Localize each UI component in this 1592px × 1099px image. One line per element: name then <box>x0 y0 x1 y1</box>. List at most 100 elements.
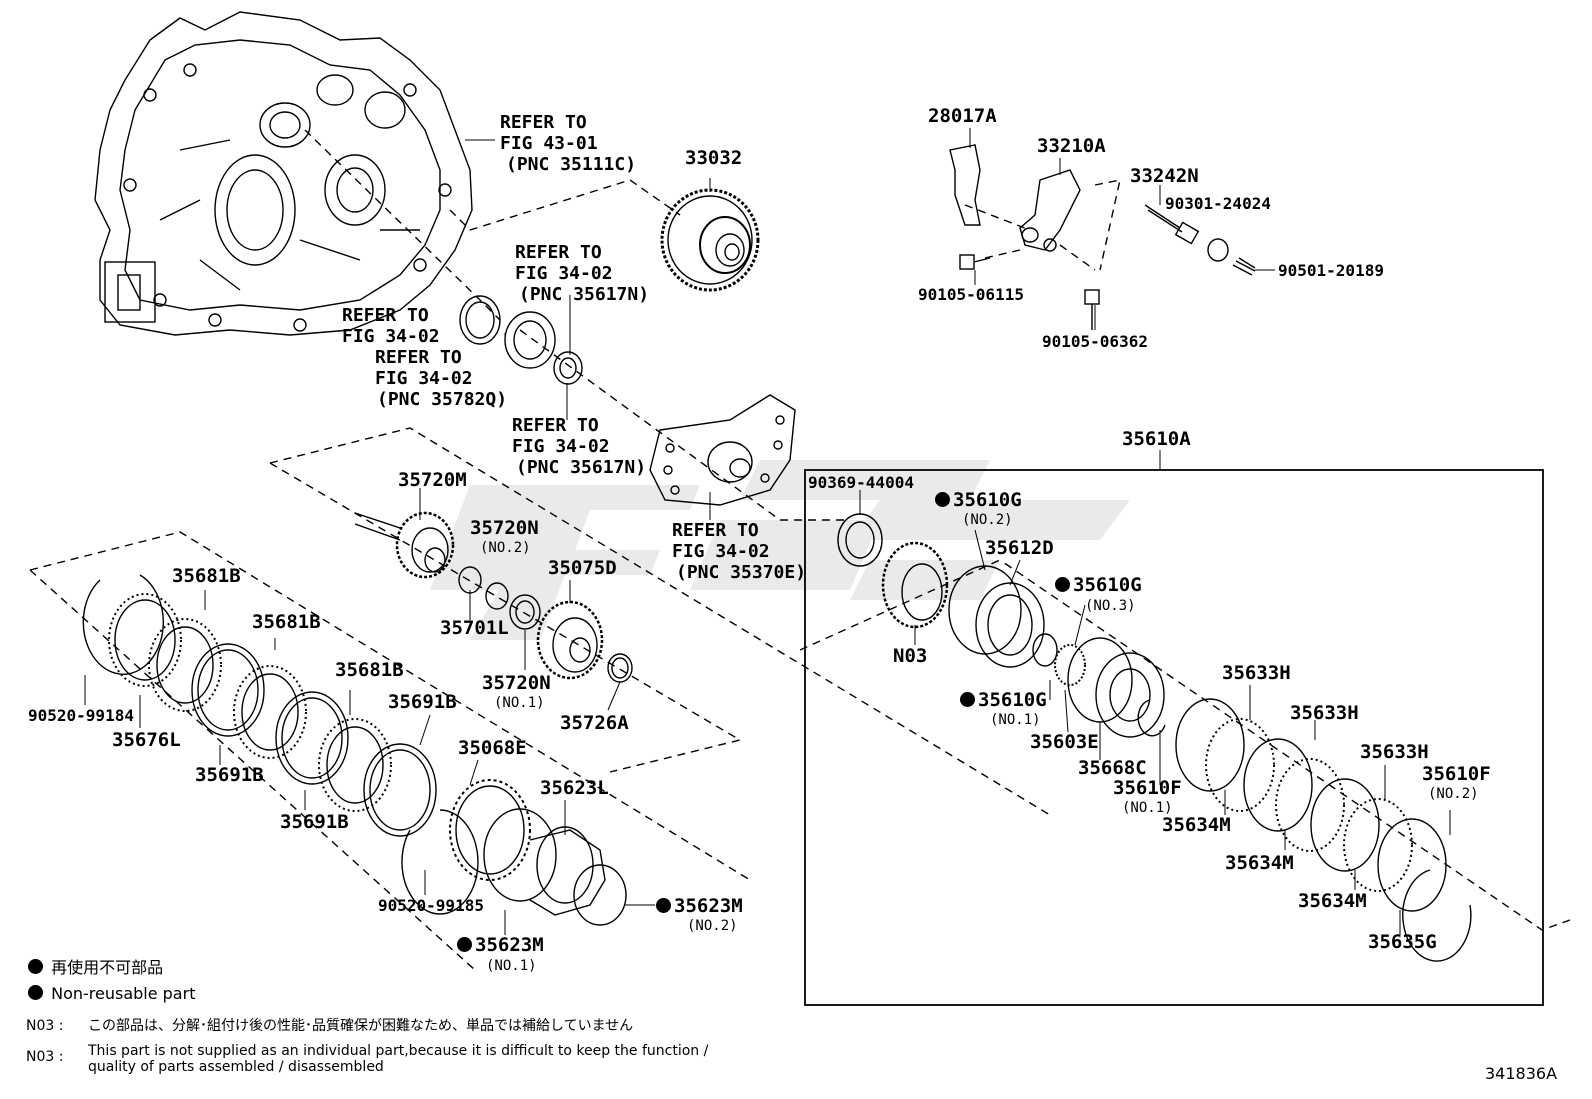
part-35610G-no3: 35610G <box>1055 575 1142 595</box>
part-35610G-no3-sub: (NO.3) <box>1085 598 1136 614</box>
part-35635G: 35635G <box>1368 931 1437 953</box>
part-35610F-no1-sub: (NO.1) <box>1122 800 1173 816</box>
part-35623M-no1-sub: (NO.1) <box>486 958 537 974</box>
part-35610G-no1: 35610G <box>960 690 1047 710</box>
refer-fig-34-02-35370e: REFER TO FIG 34-02 (PNC 35370E) <box>672 520 806 583</box>
part-35610F-no2: 35610F <box>1422 763 1491 785</box>
part-33210A: 33210A <box>1037 135 1106 157</box>
refer-line: FIG 43-01 <box>500 133 598 154</box>
legend-jp-text: 再使用不可部品 <box>51 958 164 977</box>
refer-pnc: (PNC 35617N) <box>516 457 647 478</box>
part-35623L: 35623L <box>540 777 609 799</box>
refer-pnc: (PNC 35370E) <box>676 562 807 583</box>
part-35634M-a: 35634M <box>1162 814 1231 836</box>
part-90369-44004: 90369-44004 <box>808 473 914 492</box>
part-90105-06115: 90105-06115 <box>918 285 1024 304</box>
part-35681B-b: 35681B <box>252 611 321 633</box>
non-reusable-dot <box>1055 577 1070 592</box>
refer-line: FIG 34-02 <box>512 436 610 457</box>
part-35634M-c: 35634M <box>1298 890 1367 912</box>
non-reusable-dot <box>28 959 43 974</box>
part-90520-99184: 90520-99184 <box>28 706 134 725</box>
part-N03: N03 <box>893 645 928 667</box>
part-33242N: 33242N <box>1130 165 1199 187</box>
part-35676L: 35676L <box>112 729 181 751</box>
part-35681B-a: 35681B <box>172 565 241 587</box>
part-90105-06362: 90105-06362 <box>1042 332 1148 351</box>
non-reusable-dot <box>935 492 950 507</box>
part-35720N-no2-sub: (NO.2) <box>480 540 531 556</box>
part-35610F-no2-sub: (NO.2) <box>1428 786 1479 802</box>
note-en-line1: This part is not supplied as an individu… <box>88 1043 709 1059</box>
refer-line: REFER TO <box>375 347 462 368</box>
transmission-case <box>94 11 473 336</box>
refer-pnc: (PNC 35782Q) <box>377 389 508 410</box>
part-35720N-no1-sub: (NO.1) <box>494 695 545 711</box>
part-35610F-no1: 35610F <box>1113 777 1182 799</box>
refer-line: FIG 34-02 <box>342 326 440 347</box>
legend-jp: 再使用不可部品 <box>28 958 163 978</box>
part-35726A: 35726A <box>560 712 629 734</box>
gear-35075D <box>536 600 633 683</box>
part-35691B-c: 35691B <box>280 811 349 833</box>
callout-lines <box>84 128 1451 935</box>
part-number: 35623M <box>674 895 743 917</box>
assembly-box-35610A <box>804 469 1544 1006</box>
part-33032: 33032 <box>685 147 743 169</box>
legend-en: Non-reusable part <box>28 984 195 1004</box>
part-35623M-no2-sub: (NO.2) <box>687 918 738 934</box>
part-35634M-b: 35634M <box>1225 852 1294 874</box>
part-35610G-no1-sub: (NO.1) <box>990 712 1041 728</box>
non-reusable-dot <box>457 937 472 952</box>
gear-33032 <box>660 188 760 292</box>
refer-line: REFER TO <box>672 520 759 541</box>
refer-fig-34-02-35782q: REFER TO FIG 34-02 (PNC 35782Q) <box>375 347 507 410</box>
part-35075D: 35075D <box>548 557 617 579</box>
part-35691B-a: 35691B <box>388 691 457 713</box>
dashed-leaders <box>29 129 1571 971</box>
refer-fig-34-02-plain: REFER TO FIG 34-02 <box>342 305 440 347</box>
clutch-pack-right <box>837 513 1472 962</box>
refer-fig-34-02-35617n-a: REFER TO FIG 34-02 (PNC 35617N) <box>515 242 649 305</box>
refer-line: REFER TO <box>515 242 602 263</box>
part-90520-99185: 90520-99185 <box>378 896 484 915</box>
non-reusable-dot <box>656 898 671 913</box>
part-90301-24024: 90301-24024 <box>1165 194 1271 213</box>
refer-line: REFER TO <box>500 112 587 133</box>
part-number: 35610G <box>978 689 1047 711</box>
part-35610G-no2-sub: (NO.2) <box>962 512 1013 528</box>
legend-en-text: Non-reusable part <box>51 984 196 1003</box>
refer-pnc: (PNC 35111C) <box>506 154 637 175</box>
part-35610A: 35610A <box>1122 428 1191 450</box>
refer-line: FIG 34-02 <box>672 541 770 562</box>
part-35720M: 35720M <box>398 469 467 491</box>
part-35603E: 35603E <box>1030 731 1099 753</box>
bracket-plate <box>649 394 796 506</box>
refer-line: FIG 34-02 <box>515 263 613 284</box>
non-reusable-dot <box>28 985 43 1000</box>
shift-lever-parts <box>949 144 1256 330</box>
part-35068E: 35068E <box>458 737 527 759</box>
refer-pnc: (PNC 35617N) <box>519 284 650 305</box>
part-35668C: 35668C <box>1078 757 1147 779</box>
figure-number: 341836A <box>1485 1064 1558 1083</box>
note-jp: この部品は、分解･組付け後の性能･品質確保が困難なため、単品では補給していません <box>88 1018 634 1034</box>
refer-line: FIG 34-02 <box>375 368 473 389</box>
note-code-jp: N03 : <box>26 1018 64 1034</box>
part-35633H-b: 35633H <box>1290 702 1359 724</box>
part-35691B-b: 35691B <box>195 764 264 786</box>
part-number: 35623M <box>475 934 544 956</box>
part-35681B-c: 35681B <box>335 659 404 681</box>
input-shaft-35720M <box>354 511 541 630</box>
clutch-plates-left <box>82 574 627 926</box>
part-number: 35610G <box>953 489 1022 511</box>
part-35701L: 35701L <box>440 617 509 639</box>
part-28017A: 28017A <box>928 105 997 127</box>
refer-fig-34-02-35617n-b: REFER TO FIG 34-02 (PNC 35617N) <box>512 415 646 478</box>
note-en-line2: quality of parts assembled / disassemble… <box>88 1059 384 1075</box>
seal-rings-case <box>459 295 583 385</box>
refer-line: REFER TO <box>342 305 429 326</box>
part-35612D: 35612D <box>985 537 1054 559</box>
part-35623M-no1: 35623M <box>457 935 544 955</box>
part-35610G-no2: 35610G <box>935 490 1022 510</box>
